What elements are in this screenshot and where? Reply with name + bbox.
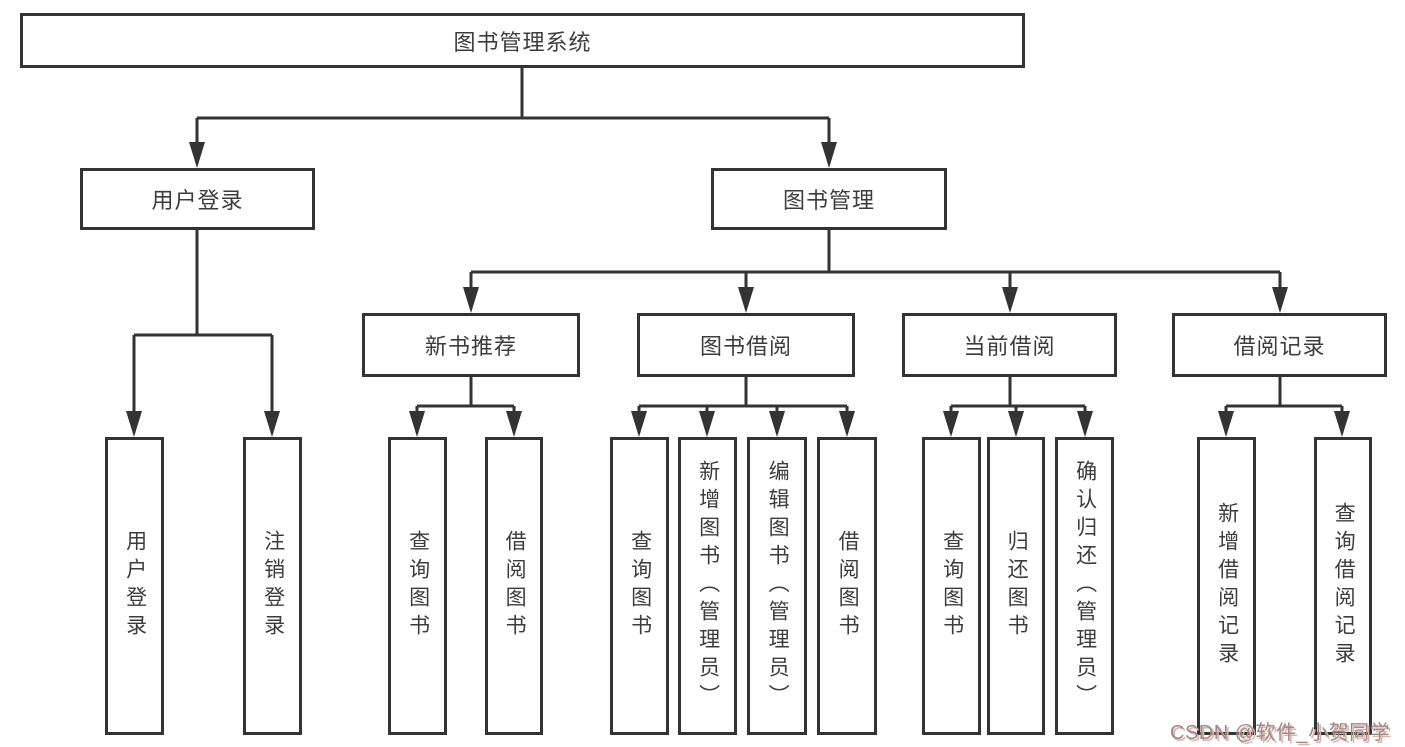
leaf-query-books-current: 查询图书 — [922, 437, 981, 735]
node-label: 查询图书 — [940, 530, 964, 642]
node-label: 查询借阅记录 — [1332, 502, 1356, 670]
node-current-borrow: 当前借阅 — [902, 313, 1117, 377]
node-system-root: 图书管理系统 — [20, 13, 1025, 68]
node-label: 注销登录 — [261, 530, 285, 642]
node-label: 用户登录 — [123, 530, 147, 642]
leaf-user-login: 用户登录 — [105, 437, 164, 735]
node-label: 借阅图书 — [836, 530, 860, 642]
node-borrow-record: 借阅记录 — [1172, 313, 1387, 377]
node-label: 用户登录 — [151, 188, 244, 213]
leaf-edit-books-admin: 编辑图书（管理员） — [747, 437, 807, 735]
leaf-logout: 注销登录 — [243, 437, 302, 735]
node-label: 确认归还（管理员） — [1073, 460, 1097, 712]
node-label: 当前借阅 — [963, 334, 1056, 359]
leaf-add-borrow-record: 新增借阅记录 — [1197, 437, 1256, 735]
node-label: 图书管理系统 — [453, 29, 592, 55]
leaf-query-books-borrow: 查询图书 — [610, 437, 669, 735]
node-label: 新增借阅记录 — [1215, 502, 1239, 670]
node-label: 编辑图书（管理员） — [766, 460, 790, 712]
leaf-borrow-books-recommend: 借阅图书 — [485, 437, 543, 735]
node-label: 借阅记录 — [1233, 334, 1326, 359]
node-label: 查询图书 — [628, 530, 652, 642]
node-label: 归还图书 — [1005, 530, 1029, 642]
node-new-book-recommend: 新书推荐 — [362, 313, 580, 377]
leaf-add-books-admin: 新增图书（管理员） — [678, 437, 737, 735]
leaf-query-books-recommend: 查询图书 — [388, 437, 447, 735]
node-user-login: 用户登录 — [80, 168, 315, 230]
node-book-borrow: 图书借阅 — [637, 313, 855, 377]
node-book-management: 图书管理 — [711, 168, 947, 230]
leaf-return-books: 归还图书 — [987, 437, 1045, 735]
node-label: 新增图书（管理员） — [696, 460, 720, 712]
node-label: 图书管理 — [782, 188, 875, 213]
node-label: 借阅图书 — [503, 530, 527, 642]
node-label: 图书借阅 — [699, 334, 792, 359]
leaf-confirm-return-admin: 确认归还（管理员） — [1055, 437, 1114, 735]
node-label: 查询图书 — [406, 530, 430, 642]
arrowheads — [126, 142, 1350, 437]
watermark: CSDN @软件_小贺同学 — [1170, 722, 1391, 744]
leaf-borrow-books: 借阅图书 — [817, 437, 877, 735]
node-label: 新书推荐 — [424, 334, 517, 359]
leaf-query-borrow-record: 查询借阅记录 — [1314, 437, 1372, 735]
